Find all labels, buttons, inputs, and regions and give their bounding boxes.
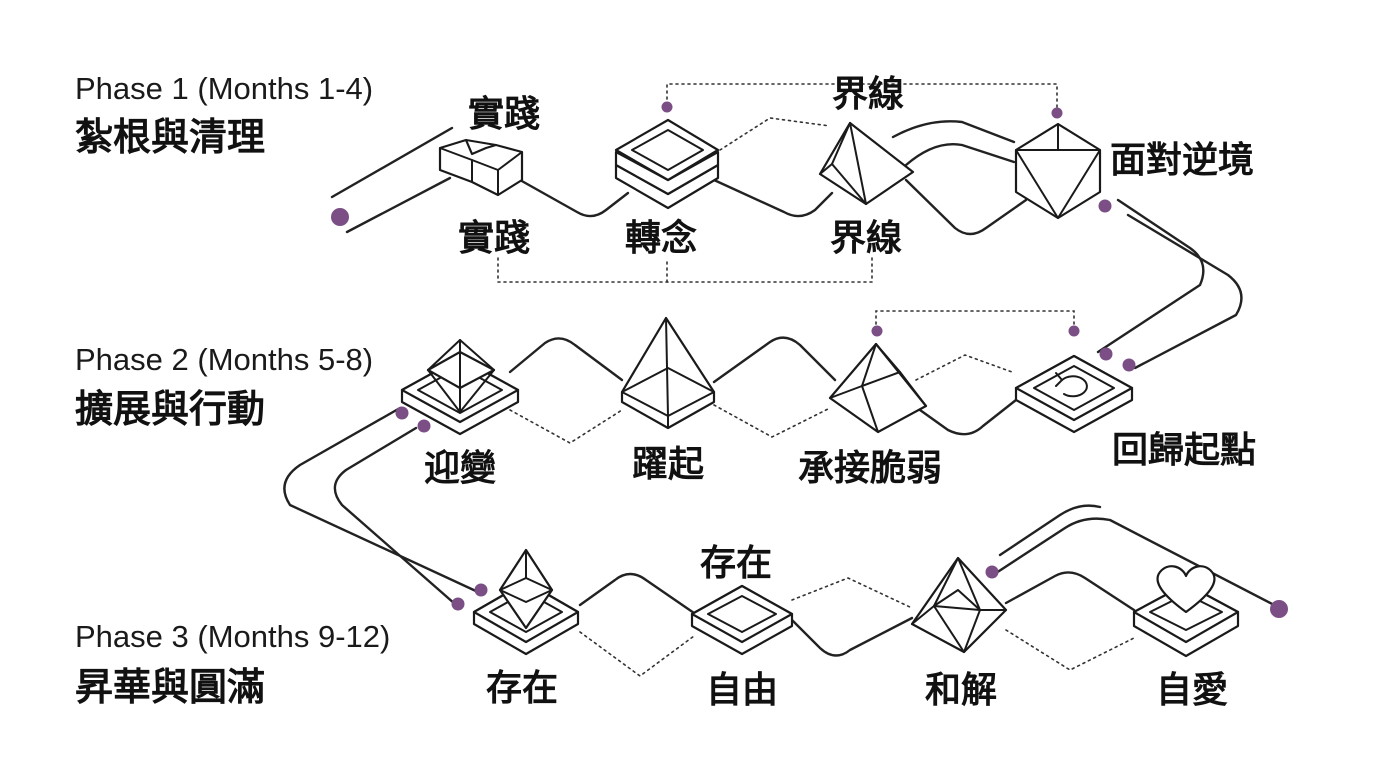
start-dot — [331, 208, 349, 226]
crystal-on-tile-icon — [472, 548, 580, 656]
star-pyramid-icon — [910, 556, 1008, 654]
p1-top-label-3: 面對逆境 — [1110, 140, 1254, 181]
p1-top-label-2: 界線 — [832, 74, 904, 115]
p3-bottom-label-1: 存在 — [486, 668, 558, 709]
p2-label-3: 承接脆弱 — [798, 447, 942, 489]
dotted-connectors — [497, 83, 1135, 677]
waypoint-dot — [985, 565, 999, 579]
p3-bottom-label-3: 和解 — [925, 670, 997, 711]
end-dot — [1270, 600, 1288, 618]
waypoint-dot — [1068, 325, 1080, 337]
p3-bottom-label-4: 自愛 — [1156, 670, 1228, 711]
heart-on-tile-icon — [1132, 565, 1240, 658]
p2-label-4: 回歸起點 — [1112, 430, 1256, 471]
p1-bottom-label-3: 界線 — [830, 218, 902, 259]
pyramid-icon — [818, 121, 915, 206]
journey-path — [283, 120, 1280, 657]
phase-2-title: Phase 2 (Months 5-8) — [75, 342, 373, 377]
tall-pyramid-icon — [620, 316, 716, 430]
phase-1-subtitle: 紮根與清理 — [75, 115, 265, 159]
split-pyramid-icon — [828, 342, 928, 434]
waypoint-dot — [871, 325, 883, 337]
p1-bottom-label-1: 實踐 — [458, 217, 530, 259]
p3-top-label-1: 存在 — [700, 543, 772, 584]
p1-top-label-1: 實踐 — [468, 93, 540, 135]
p1-bottom-label-2: 轉念 — [625, 217, 697, 259]
waypoint-dot — [1051, 107, 1063, 119]
tiered-pyramid-icon — [400, 339, 520, 436]
waypoint-dot — [1099, 347, 1113, 361]
stacked-square-icon — [614, 118, 720, 210]
waypoint-dot — [1122, 358, 1136, 372]
p2-label-1: 迎變 — [424, 448, 496, 489]
waypoint-dot — [417, 419, 431, 433]
waypoint-dot — [451, 597, 465, 611]
p2-label-2: 躍起 — [632, 444, 705, 485]
waypoint-dots — [331, 101, 1288, 618]
waypoint-dot — [474, 583, 488, 597]
phase-2-subtitle: 擴展與行動 — [75, 387, 265, 431]
phase-3-title: Phase 3 (Months 9-12) — [75, 619, 390, 654]
waypoint-dot — [395, 406, 409, 420]
octahedron-icon — [1014, 122, 1102, 220]
phase-1-title: Phase 1 (Months 1-4) — [75, 71, 373, 106]
square-frame-icon — [690, 584, 794, 656]
waypoint-dot — [1098, 199, 1112, 213]
phase-3-subtitle: 昇華與圓滿 — [75, 665, 265, 709]
return-arrow-icon — [1014, 354, 1134, 434]
waypoint-dot — [661, 101, 673, 113]
stepped-block-icon — [438, 138, 524, 197]
p3-bottom-label-2: 自由 — [706, 670, 778, 711]
